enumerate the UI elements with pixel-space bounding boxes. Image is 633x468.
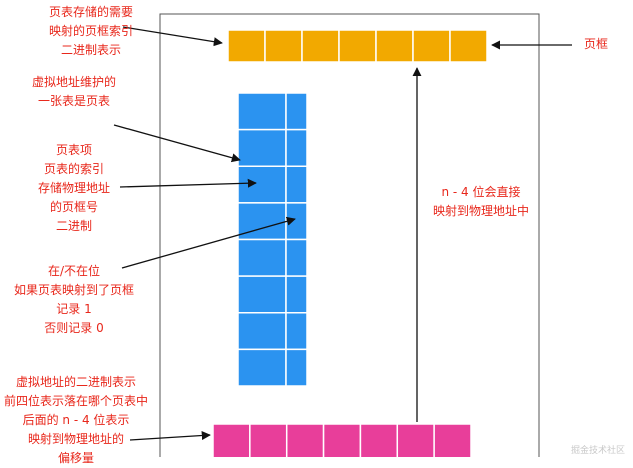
page-table-present-bit-cell — [285, 238, 308, 277]
page-table-present-bit-cell — [285, 128, 308, 167]
virtual-address-cell — [249, 423, 288, 457]
arrow-to-frame-number — [119, 178, 257, 188]
direct-mapping-line-2: 映射到物理地址中 — [432, 204, 529, 218]
virtual-address-table-line-1: 虚拟地址维护的 — [31, 75, 116, 89]
page-table-entry-line-4: 的页框号 — [49, 200, 98, 214]
page-table-entry-line-3: 存储物理地址 — [37, 181, 110, 195]
virtual-address-binary-line-4: 映射到物理地址的 — [27, 432, 124, 446]
virtual-address-binary-line-3: 后面的 n - 4 位表示 — [22, 413, 130, 427]
diagram-canvas — [113, 13, 572, 457]
page-frame-cell — [449, 29, 488, 63]
page-table-present-bit-cell — [285, 165, 308, 204]
page-frame-label: 页框 — [578, 35, 614, 54]
page-table-frame-number-cell — [237, 348, 287, 387]
page-table-storage-line-3: 二进制表示 — [60, 43, 121, 57]
page-table-storage-label: 页表存储的需要 映射的页框索引 二进制表示 — [32, 3, 150, 60]
virtual-address-binary-label: 虚拟地址的二进制表示 前四位表示落在哪个页表中 后面的 n - 4 位表示 映射… — [0, 373, 152, 468]
page-frame-cell — [264, 29, 303, 63]
virtual-address-cell — [322, 423, 362, 457]
virtual-address-binary-line-2: 前四位表示落在哪个页表中 — [3, 394, 148, 408]
page-table-frame-number-cell — [237, 275, 287, 314]
present-bit-line-4: 否则记录 0 — [44, 321, 104, 335]
direct-mapping-label: n - 4 位会直接 映射到物理地址中 — [420, 183, 542, 221]
virtual-address-row — [212, 423, 472, 457]
present-bit-label: 在/不在位 如果页表映射到了页框 记录 1 否则记录 0 — [4, 262, 144, 338]
page-frame-row — [227, 29, 488, 63]
page-table-frame-number-cell — [237, 92, 287, 131]
virtual-address-binary-line-5: 偏移量 — [57, 451, 94, 465]
page-table — [237, 92, 308, 387]
page-table-storage-line-1: 页表存储的需要 — [48, 5, 133, 19]
page-frame-cell — [301, 29, 340, 63]
page-frame-cell — [375, 29, 414, 63]
page-table-entry-label: 页表项 页表的索引 存储物理地址 的页框号 二进制 — [28, 141, 120, 236]
page-table-present-bit-cell — [285, 92, 308, 131]
page-table-frame-number-cell — [237, 238, 287, 277]
page-table-present-bit-cell — [285, 275, 308, 314]
direct-mapping-line-1: n - 4 位会直接 — [441, 185, 521, 199]
page-table-storage-line-2: 映射的页框索引 — [48, 24, 133, 38]
virtual-address-cell — [396, 423, 435, 457]
page-table-entry-line-5: 二进制 — [55, 219, 92, 233]
page-table-frame-number-cell — [237, 165, 287, 204]
present-bit-line-2: 如果页表映射到了页框 — [13, 283, 134, 297]
virtual-address-table-line-2: 一张表是页表 — [37, 94, 110, 108]
watermark: 掘金技术社区 — [570, 446, 625, 456]
page-table-frame-number-cell — [237, 202, 287, 241]
virtual-address-cell — [359, 423, 399, 457]
virtual-address-cell — [433, 423, 472, 457]
memory-outline — [159, 13, 540, 457]
arrow-to-page-frame-row — [122, 26, 223, 47]
page-table-present-bit-cell — [285, 312, 308, 351]
virtual-address-table-label: 虚拟地址维护的 一张表是页表 — [18, 73, 130, 111]
page-table-frame-number-cell — [237, 312, 287, 351]
arrow-to-page-table — [113, 124, 241, 163]
present-bit-line-3: 记录 1 — [56, 302, 92, 316]
page-table-entry-line-1: 页表项 — [55, 143, 92, 157]
arrow-to-address-row — [129, 430, 211, 441]
present-bit-line-1: 在/不在位 — [47, 264, 101, 278]
page-table-frame-number-cell — [237, 128, 287, 167]
page-frame-cell — [227, 29, 266, 63]
virtual-address-cell — [285, 423, 325, 457]
virtual-address-binary-line-1: 虚拟地址的二进制表示 — [15, 375, 136, 389]
page-table-entry-line-2: 页表的索引 — [43, 162, 104, 176]
page-frame-cell — [412, 29, 451, 63]
page-table-present-bit-cell — [285, 348, 308, 387]
page-frame-cell — [338, 29, 377, 63]
page-frame-label-text: 页框 — [583, 37, 608, 51]
virtual-address-cell — [212, 423, 251, 457]
arrow-to-present-bit — [121, 216, 296, 269]
